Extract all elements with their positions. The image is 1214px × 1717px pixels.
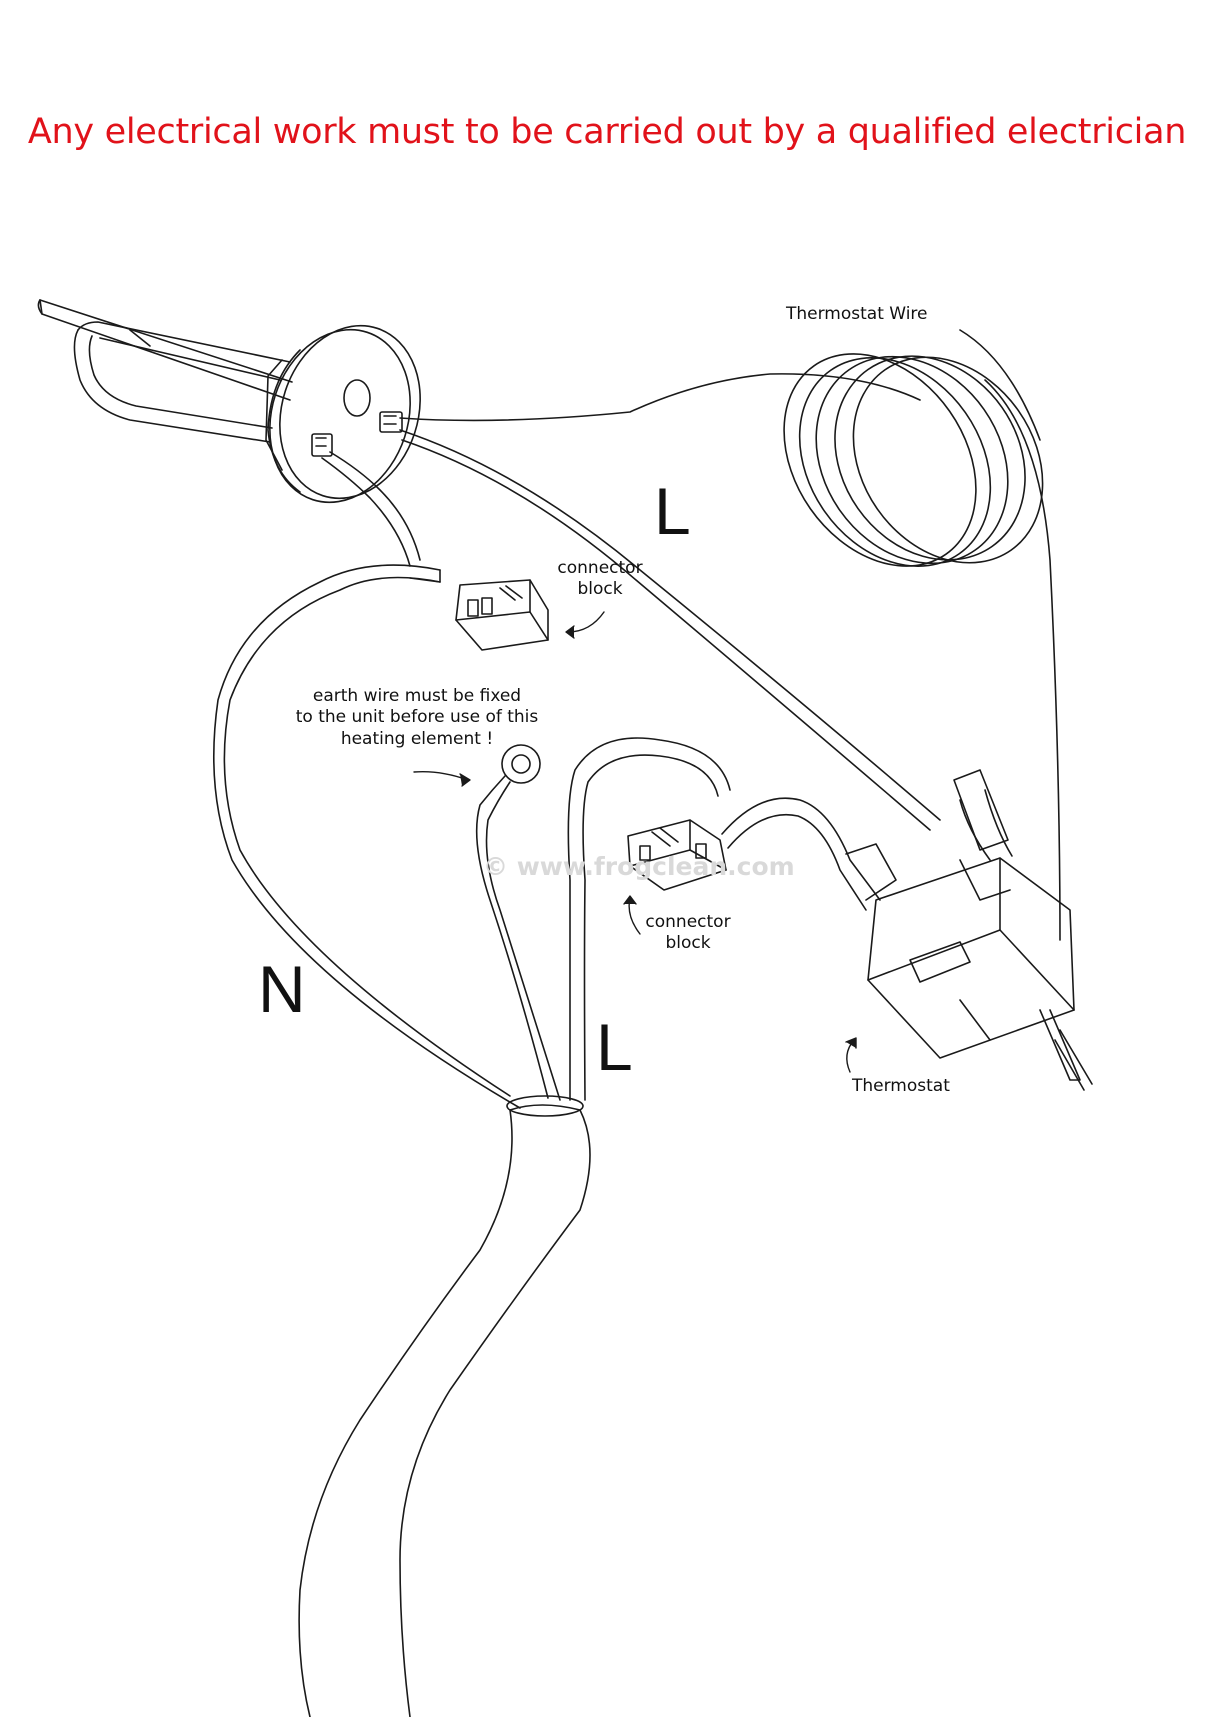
earth-warning-line3: heating element ! [340,728,494,749]
connector-block-top-line2: block [577,579,623,600]
label-earth-warning: earth wire must be fixed to the unit bef… [282,686,552,750]
label-connector-block-bottom: connector block [628,912,748,955]
thermostat-wire-coil [783,329,1061,941]
label-connector-block-top: connector block [540,558,660,601]
label-live-bottom: L [596,1010,633,1084]
safety-warning: Any electrical work must to be carried o… [27,112,1187,152]
label-thermostat-wire: Thermostat Wire [786,304,928,324]
live-wire-top [399,429,941,831]
label-neutral: N [258,952,306,1026]
heating-element-rod [37,299,293,443]
live-wire-bottom [567,737,731,1101]
connector-block-bottom-line2: block [665,933,711,954]
watermark: © www.frogclean.com [483,852,795,881]
element-head [265,324,421,504]
connector-block-bottom [627,819,727,891]
earth-warning-line2: to the unit before use of this [295,707,539,728]
connector-block-bottom-line1: connector [645,912,731,932]
label-thermostat: Thermostat [852,1076,950,1096]
thermostat-body [867,769,1093,1091]
thermostat-capillary [399,373,921,422]
main-cable-sleeve [298,1095,591,1717]
label-live-top: L [654,474,691,548]
head-to-connector-wire [321,451,421,567]
connector-to-thermostat-wire [721,797,897,911]
connector-block-top [455,579,549,651]
connector-block-top-line1: connector [557,558,643,578]
annotation-arrows [413,611,857,1073]
neutral-wire [212,564,521,1109]
earth-ring [475,744,561,1101]
earth-warning-line1: earth wire must be fixed [312,686,522,706]
